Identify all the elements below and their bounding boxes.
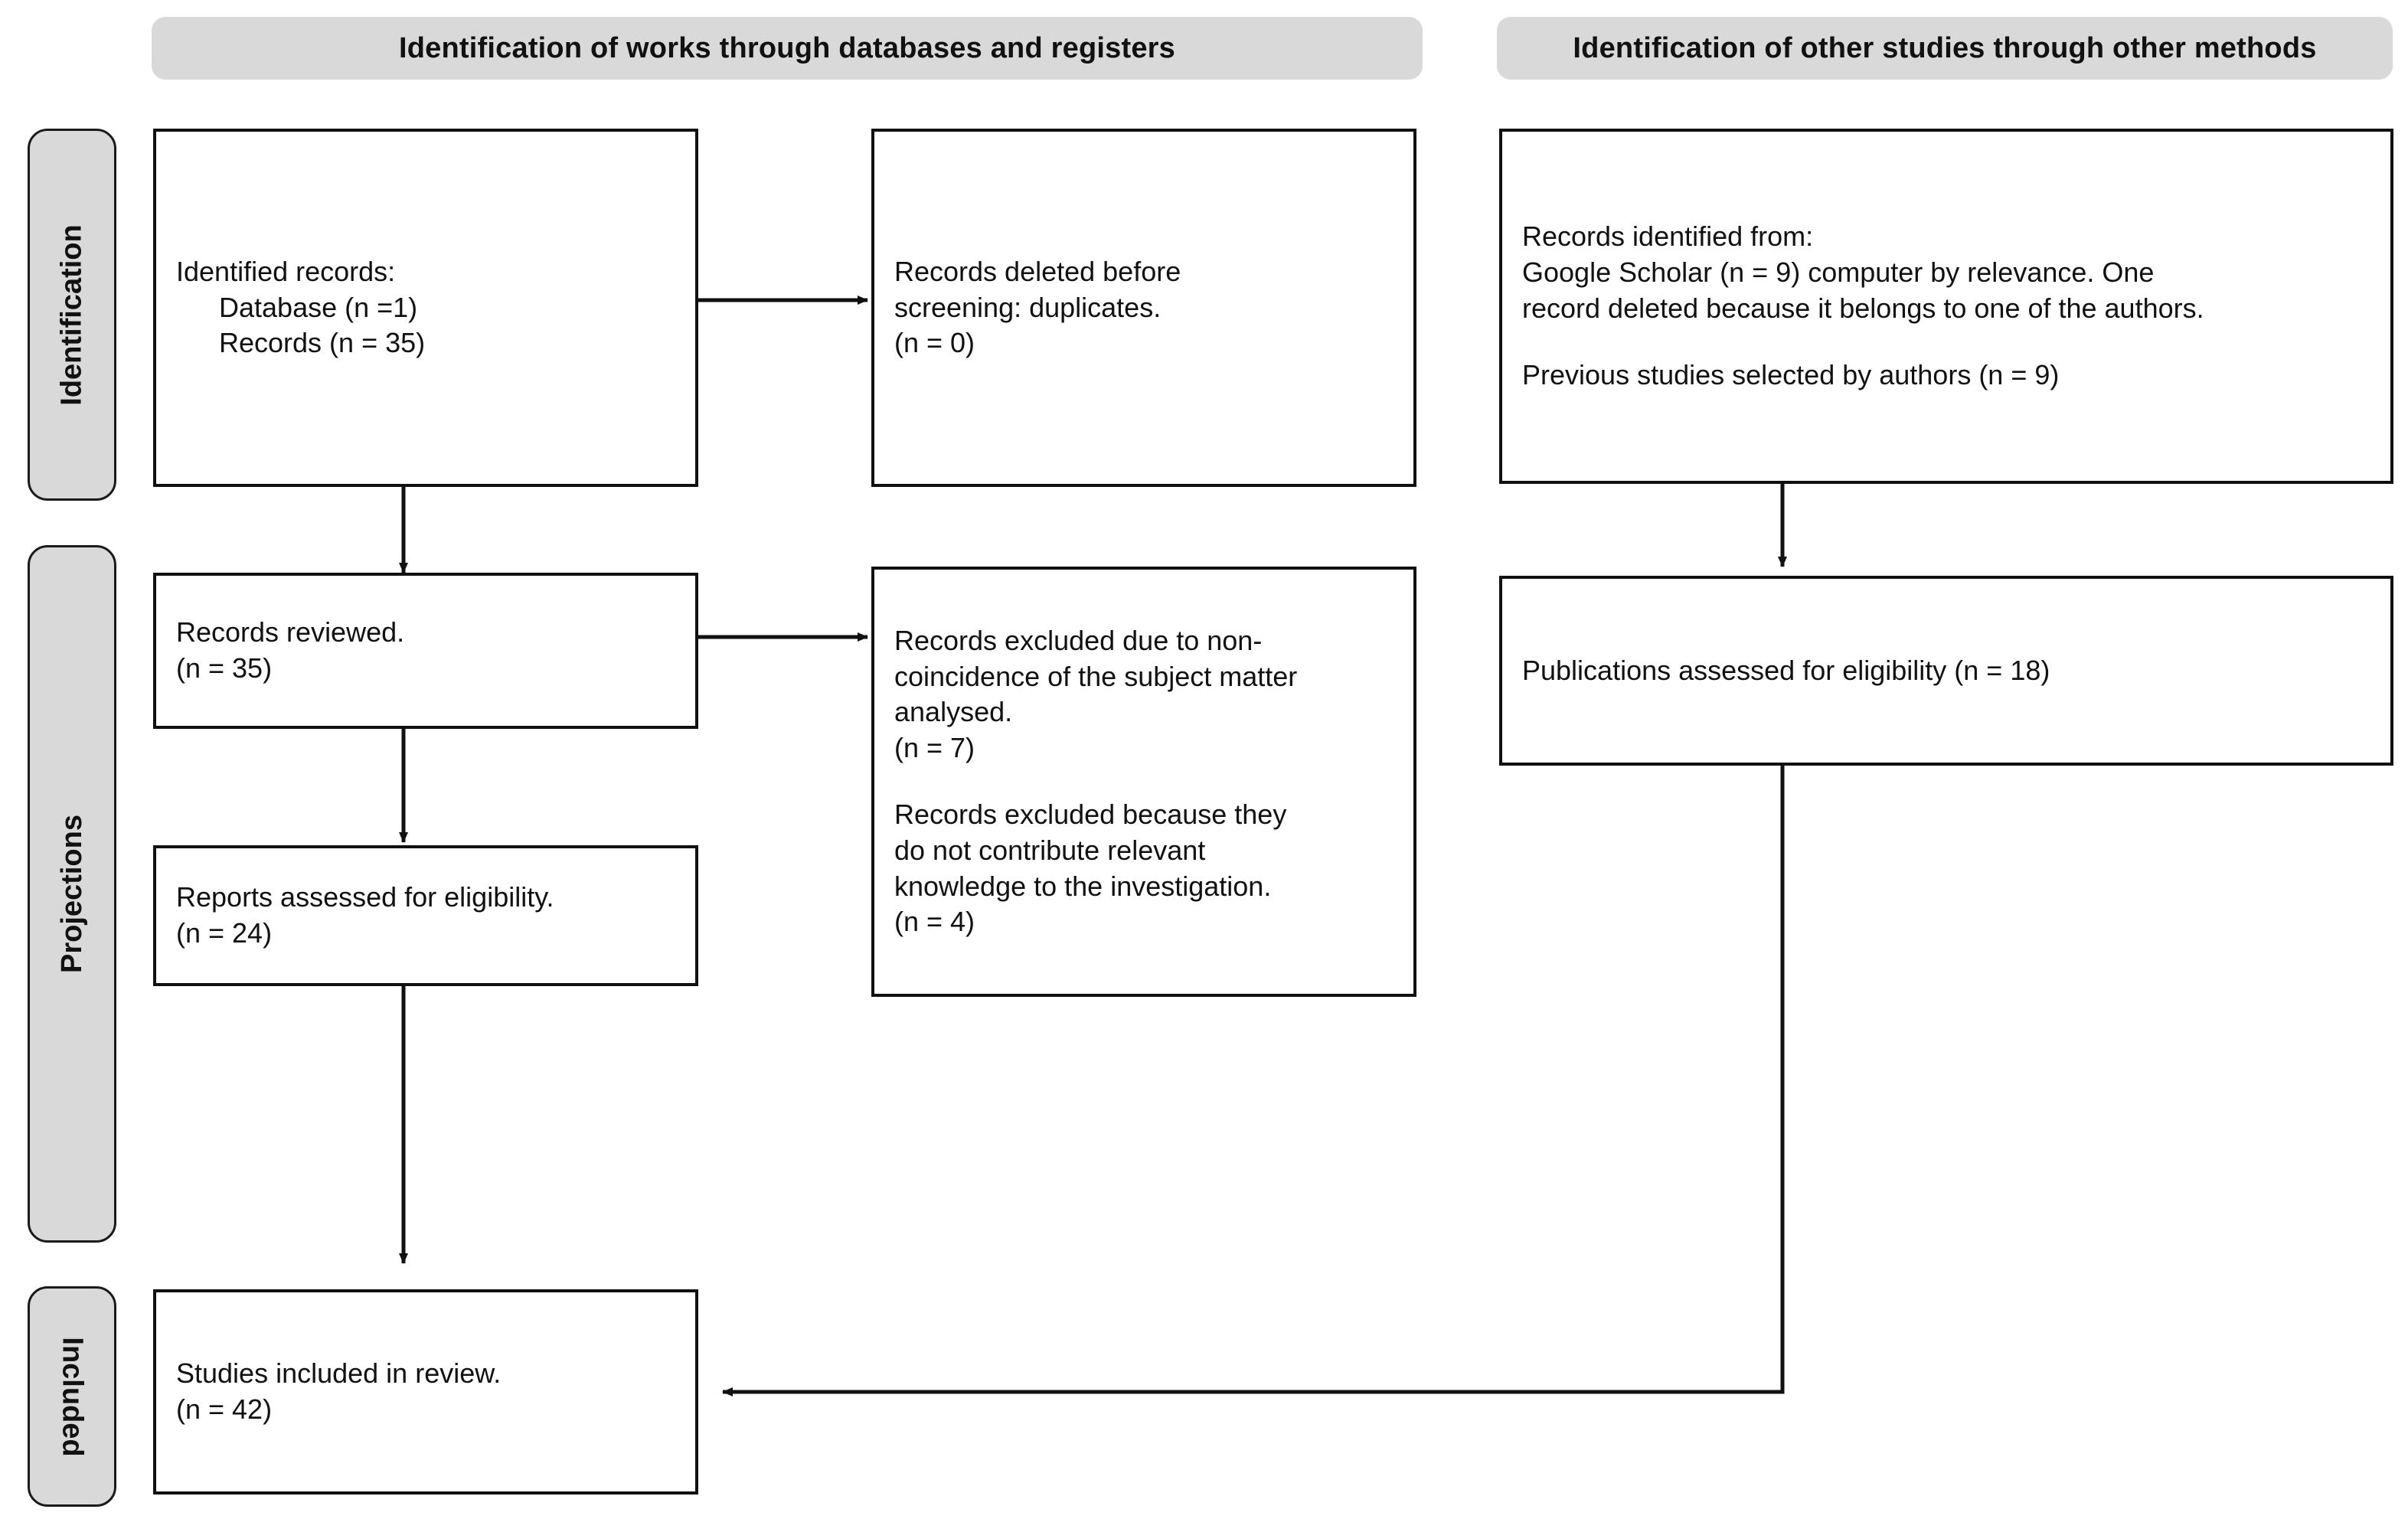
records-deleted-line-2: screening: duplicates. xyxy=(894,291,1162,323)
other-records-line-1: Records identified from: xyxy=(1522,220,1814,253)
reports-assessed-line-2: (n = 24) xyxy=(176,917,273,949)
studies-included-line-1: Studies included in review. xyxy=(176,1357,502,1390)
identified-records-line-3: Records (n = 35) xyxy=(219,327,426,359)
other-records-line-4: Previous studies selected by authors (n … xyxy=(1522,358,2060,390)
identified-records-line-1: Identified records: xyxy=(176,255,396,287)
publications-assessed-line-1: Publications assessed for eligibility (n… xyxy=(1522,654,2050,686)
phase-label-identification-text: Identification xyxy=(55,224,88,406)
studies-included-line-2: (n = 42) xyxy=(176,1393,273,1425)
box-studies-included: Studies included in review. (n = 42) xyxy=(153,1289,698,1494)
box-reports-assessed: Reports assessed for eligibility. (n = 2… xyxy=(153,845,698,986)
box-records-excluded: Records excluded due to non- coincidence… xyxy=(871,567,1416,997)
records-reviewed-line-2: (n = 35) xyxy=(176,652,273,684)
other-records-spacer xyxy=(1522,327,2370,358)
phase-label-projections-text: Projections xyxy=(55,815,88,973)
box-records-reviewed: Records reviewed. (n = 35) xyxy=(153,573,698,729)
records-excluded-line-8: (n = 4) xyxy=(894,906,975,938)
header-bar-other-methods: Identification of other studies through … xyxy=(1497,17,2393,80)
box-identified-records: Identified records: Database (n =1) Reco… xyxy=(153,129,698,487)
records-excluded-line-6: do not contribute relevant xyxy=(894,834,1206,866)
records-excluded-line-3: analysed. xyxy=(894,696,1013,728)
records-reviewed-line-1: Records reviewed. xyxy=(176,616,405,648)
phase-label-included: Included xyxy=(28,1286,116,1507)
records-deleted-line-3: (n = 0) xyxy=(894,327,975,359)
box-publications-assessed: Publications assessed for eligibility (n… xyxy=(1499,576,2393,766)
records-excluded-line-4: (n = 7) xyxy=(894,732,975,764)
header-bar-databases: Identification of works through database… xyxy=(152,17,1423,80)
box-other-records-identified: Records identified from: Google Scholar … xyxy=(1499,129,2393,484)
phase-label-identification: Identification xyxy=(28,129,116,501)
other-records-line-2: Google Scholar (n = 9) computer by relev… xyxy=(1522,256,2155,289)
header-bar-databases-label: Identification of works through database… xyxy=(399,31,1175,64)
records-excluded-line-5: Records excluded because they xyxy=(894,799,1287,830)
header-bar-other-methods-label: Identification of other studies through … xyxy=(1573,31,2317,64)
records-excluded-line-1: Records excluded due to non- xyxy=(894,624,1263,656)
phase-label-included-text: Included xyxy=(56,1336,89,1457)
other-records-line-3: record deleted because it belongs to one… xyxy=(1522,292,2204,324)
records-excluded-line-2: coincidence of the subject matter xyxy=(894,660,1298,692)
box-records-deleted: Records deleted before screening: duplic… xyxy=(871,129,1416,487)
records-excluded-spacer xyxy=(894,766,1394,797)
phase-label-projections: Projections xyxy=(28,545,116,1243)
records-deleted-line-1: Records deleted before xyxy=(894,255,1181,287)
identified-records-line-2: Database (n =1) xyxy=(219,291,418,323)
records-excluded-line-7: knowledge to the investigation. xyxy=(894,870,1272,902)
reports-assessed-line-1: Reports assessed for eligibility. xyxy=(176,881,554,913)
